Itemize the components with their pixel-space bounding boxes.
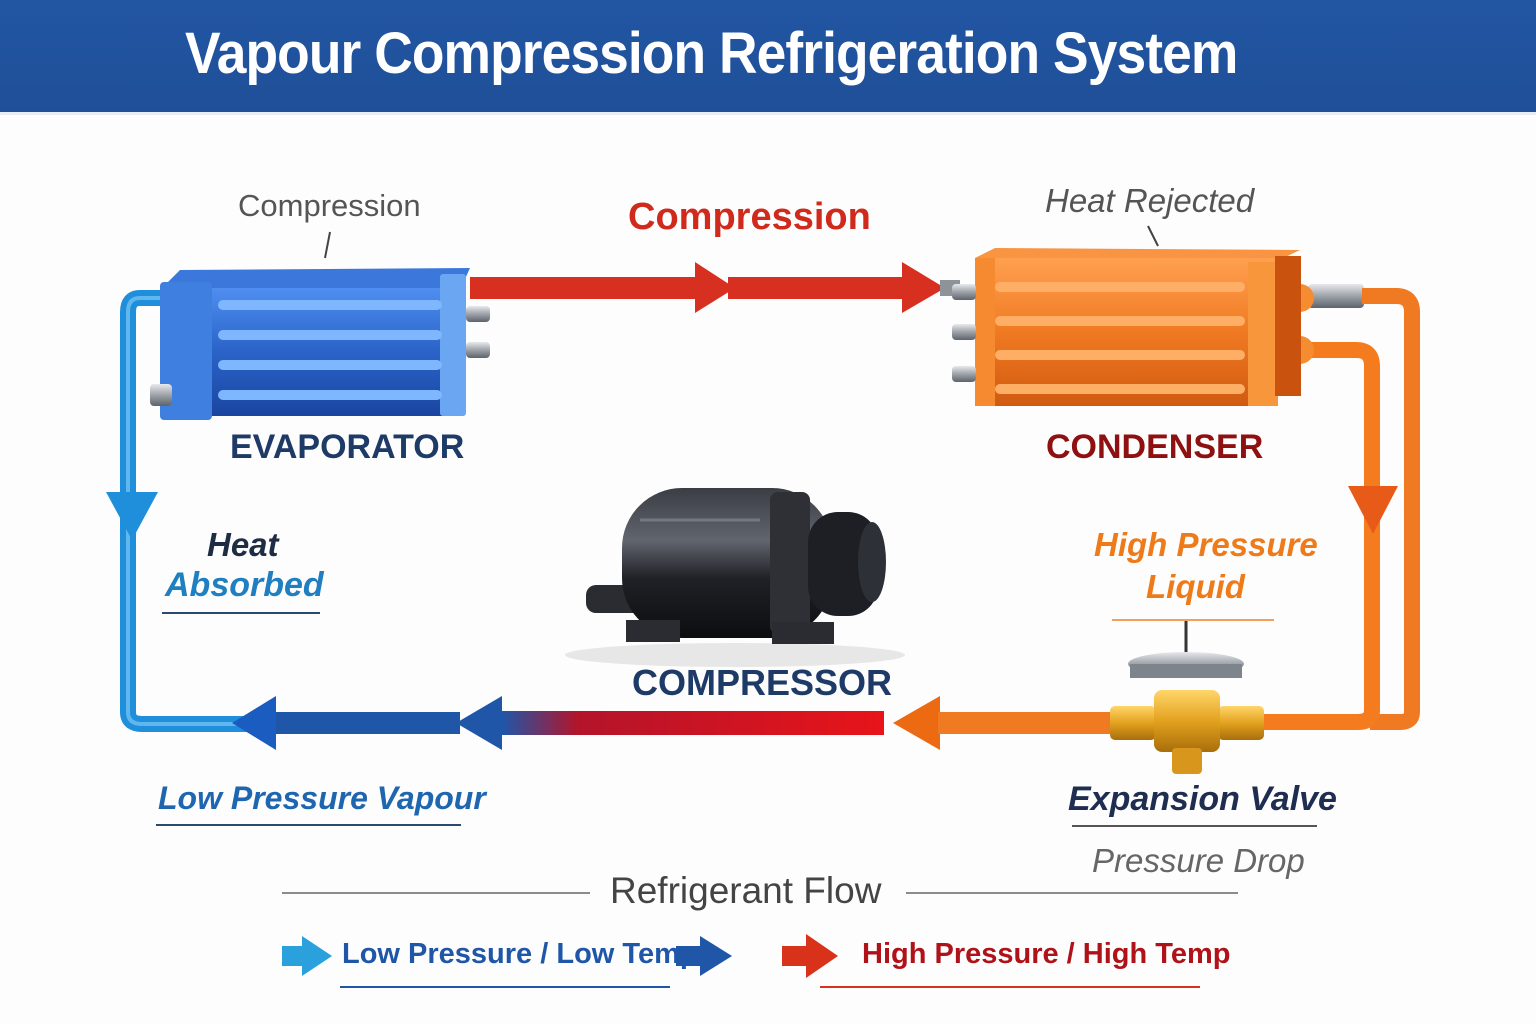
down-arrow-left-icon (106, 492, 158, 540)
high-pressure-label: High Pressure (1094, 526, 1318, 563)
compression-line-segment (728, 277, 908, 299)
low-pressure-vapour-label: Low Pressure Vapour (158, 780, 486, 816)
down-arrow-right-icon (1348, 486, 1398, 534)
pressure-drop-label: Pressure Drop (1092, 842, 1305, 879)
low-pressure-vapour-underline (156, 824, 461, 826)
expansion-valve-underline (1072, 825, 1317, 827)
compressor-label: COMPRESSOR (632, 662, 893, 703)
evaporator-leader-line (324, 231, 331, 259)
header-divider (0, 112, 1536, 115)
compressor-unit (565, 488, 905, 667)
legend-arrow-high-icon (782, 934, 838, 978)
heat-label: Heat (207, 526, 279, 563)
absorbed-label: Absorbed (165, 566, 324, 604)
condenser-leader-line (1147, 225, 1159, 247)
liquid-line-segment (938, 712, 1118, 734)
legend-low-underline (340, 986, 670, 988)
absorbed-underline (162, 612, 320, 614)
legend-item-low: Low Pressure / Low Temp (342, 938, 698, 970)
liquid-underline (1112, 619, 1274, 621)
right-arrow-icon (902, 262, 945, 313)
evaporator-label: EVAPORATOR (230, 428, 465, 466)
condenser-annotation: Heat Rejected (1045, 182, 1255, 219)
condenser-label: CONDENSER (1046, 428, 1264, 466)
legend-arrow-low-icon (676, 936, 732, 976)
left-arrow-icon (893, 696, 940, 750)
legend-arrow-low-icon (282, 936, 332, 976)
title-bar: Vapour Compression Refrigeration System (0, 0, 1536, 112)
low-pressure-line-segment (260, 712, 460, 734)
expansion-valve (1110, 620, 1264, 774)
liquid-label: Liquid (1146, 568, 1245, 605)
expansion-valve-label: Expansion Valve (1068, 780, 1337, 818)
condenser-coil (952, 248, 1301, 406)
legend-high-underline (820, 986, 1200, 988)
page-title: Vapour Compression Refrigeration System (185, 21, 1238, 86)
high-pressure-bottom-line (502, 711, 884, 735)
compression-arrow-label: Compression (628, 196, 871, 238)
evaporator-coil (150, 268, 490, 420)
evaporator-annotation: Compression (238, 188, 421, 223)
legend-item-high: High Pressure / High Temp (862, 938, 1231, 970)
compression-line-segment (470, 277, 710, 299)
left-arrow-icon (456, 696, 502, 750)
right-arrow-icon (695, 262, 735, 313)
legend-title: Refrigerant Flow (610, 870, 882, 911)
left-arrow-icon (232, 696, 276, 750)
